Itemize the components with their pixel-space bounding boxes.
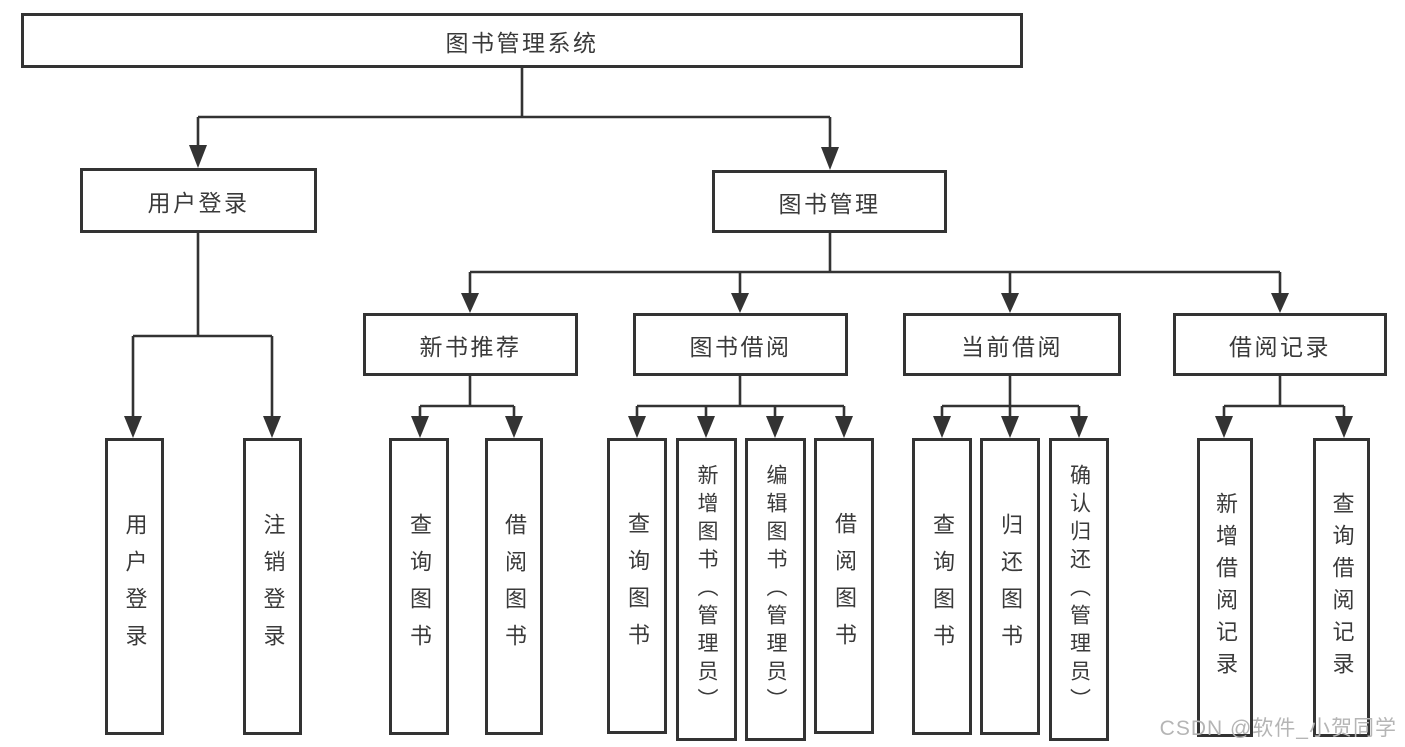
node-book-borrow: 图书借阅 [633,313,848,376]
leaf-logout: 注销登录 [243,438,302,735]
leaf-current-query-books: 查询图书 [912,438,972,735]
leaf-return-books-label: 归还图书 [998,512,1023,661]
connector-root-to-level2 [189,68,839,170]
leaf-newbook-query-books-label: 查询图书 [407,512,432,661]
leaf-borrow-query-books-label: 查询图书 [625,512,650,660]
node-book-management: 图书管理 [712,170,947,233]
leaf-current-query-books-label: 查询图书 [930,512,955,661]
leaf-add-borrow-record: 新增借阅记录 [1197,438,1253,737]
leaf-logout-label: 注销登录 [260,512,286,661]
leaf-user-login: 用户登录 [105,438,164,735]
leaf-query-borrow-record: 查询借阅记录 [1313,438,1370,737]
leaf-borrow-books-label: 借阅图书 [832,512,857,660]
leaf-newbook-query-books: 查询图书 [389,438,449,735]
leaf-query-borrow-record-label: 查询借阅记录 [1329,491,1355,684]
leaf-add-borrow-record-label: 新增借阅记录 [1213,491,1238,684]
connector-user-login-to-leaves [124,233,281,438]
leaf-edit-books-admin-label: 编辑图书（管理员） [764,463,787,716]
connector-current-borrow-to-leaves [933,376,1088,438]
node-new-book-recommend: 新书推荐 [363,313,578,376]
leaf-confirm-return-admin-label: 确认归还（管理员） [1067,463,1091,716]
leaf-borrow-books: 借阅图书 [814,438,874,734]
leaf-add-books-admin: 新增图书（管理员） [676,438,737,741]
leaf-edit-books-admin: 编辑图书（管理员） [745,438,806,741]
node-borrow-records: 借阅记录 [1173,313,1387,376]
watermark: CSDN @软件_小贺同学 [1159,717,1397,740]
leaf-borrow-query-books: 查询图书 [607,438,667,734]
leaf-add-books-admin-label: 新增图书（管理员） [695,463,718,716]
leaf-return-books: 归还图书 [980,438,1040,735]
node-root: 图书管理系统 [21,13,1023,68]
connector-book-management-to-level3 [461,233,1289,313]
leaf-user-login-label: 用户登录 [122,512,148,661]
node-current-borrow: 当前借阅 [903,313,1121,376]
connector-book-borrow-to-leaves [628,376,853,438]
node-user-login: 用户登录 [80,168,317,233]
leaf-newbook-borrow-books-label: 借阅图书 [502,512,527,661]
leaf-confirm-return-admin: 确认归还（管理员） [1049,438,1109,741]
connector-new-book-to-leaves [411,376,523,438]
connector-borrow-records-to-leaves [1215,376,1353,438]
leaf-newbook-borrow-books: 借阅图书 [485,438,543,735]
